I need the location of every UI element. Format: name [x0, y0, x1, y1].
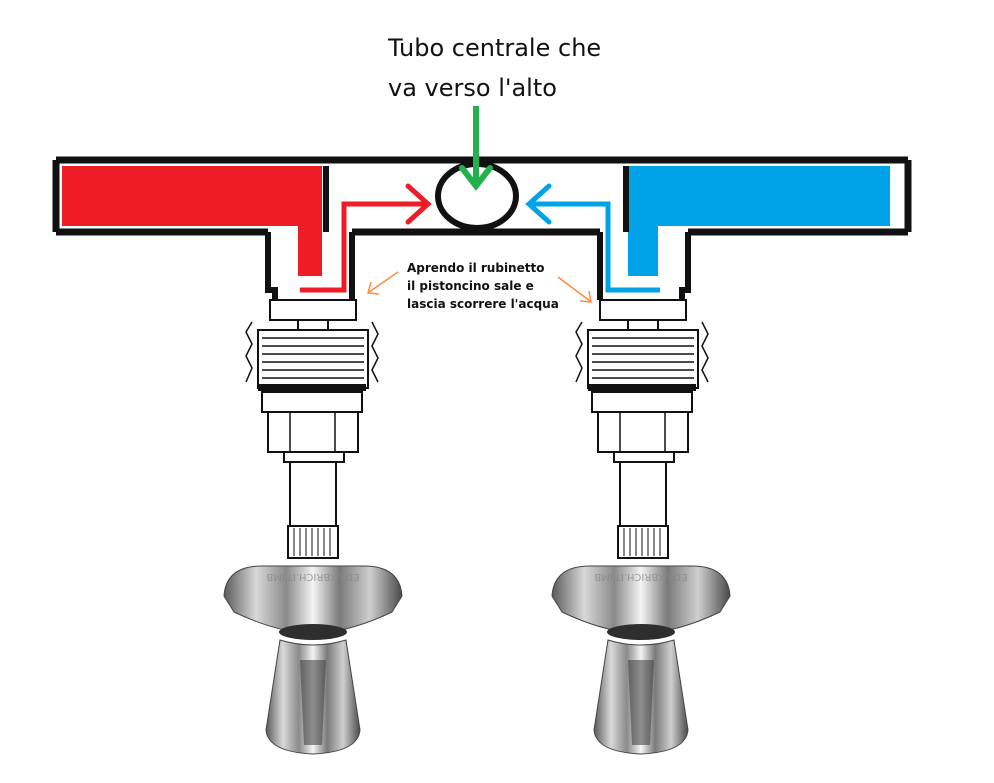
right-tap-handle: EDILXBRICH.IT.IMB [551, 565, 731, 755]
right-tap-body [597, 166, 691, 300]
hot-flow-arrow [300, 183, 432, 293]
right-cartridge [575, 299, 709, 559]
left-tap-body [265, 166, 355, 300]
note-arrow-left [367, 271, 399, 295]
title-line-1: Tubo centrale che [388, 34, 602, 62]
hot-water-region [62, 166, 322, 276]
cold-flow-arrow [525, 183, 660, 293]
note-line-1: Aprendo il rubinetto [407, 261, 545, 275]
cold-water-region [628, 166, 890, 276]
left-handle-watermark: EDILXBRICH.IT.IMB [266, 571, 359, 582]
right-handle-watermark: EDILXBRICH.IT.IMB [594, 571, 687, 582]
note-arrow-right [557, 276, 592, 303]
center-arrow [459, 106, 493, 191]
horizontal-pipe [52, 156, 912, 236]
left-cartridge [245, 299, 379, 559]
note-line-3: lascia scorrere l'acqua [407, 297, 559, 311]
left-tap-handle: EDILXBRICH.IT.IMB [223, 565, 403, 755]
title-line-2: va verso l'alto [388, 74, 557, 102]
note-line-2: il pistoncino sale e [407, 279, 534, 293]
